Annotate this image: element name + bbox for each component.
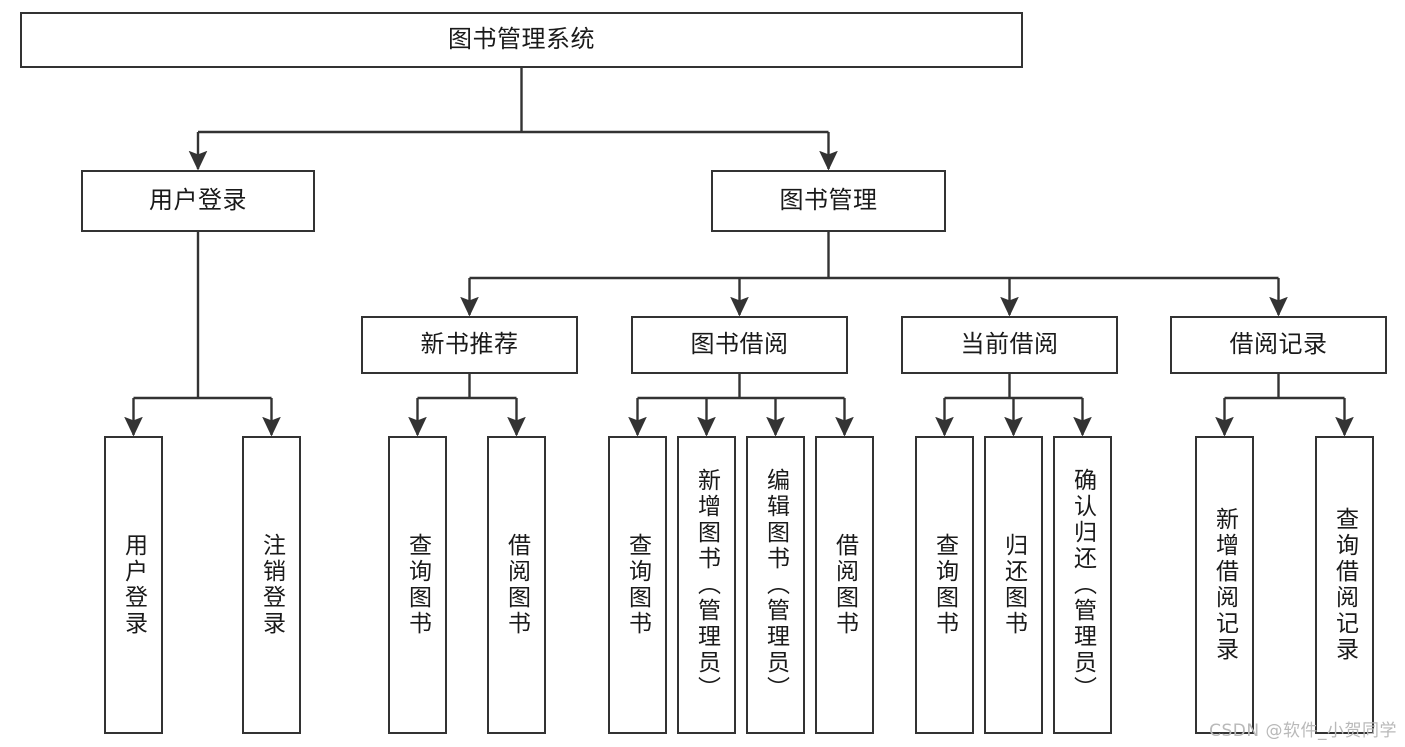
node-leaf1[interactable]: 用户登录 [104, 436, 163, 734]
node-leaf2[interactable]: 注销登录 [242, 436, 301, 734]
node-label: 用户登录 [149, 186, 247, 215]
node-leaf7[interactable]: 编辑图书（管理员） [746, 436, 805, 734]
node-bookmgmt[interactable]: 图书管理 [711, 170, 946, 232]
node-leaf9[interactable]: 查询图书 [915, 436, 974, 734]
node-label: 查询图书 [624, 533, 651, 637]
node-records[interactable]: 借阅记录 [1170, 316, 1387, 374]
node-label: 图书管理系统 [448, 25, 595, 54]
node-label: 查询图书 [931, 533, 958, 637]
node-newbook[interactable]: 新书推荐 [361, 316, 578, 374]
node-borrow[interactable]: 图书借阅 [631, 316, 848, 374]
node-label: 图书管理 [779, 186, 878, 215]
node-label: 当前借阅 [960, 330, 1059, 359]
node-leaf5[interactable]: 查询图书 [608, 436, 667, 734]
node-label: 查询图书 [404, 533, 431, 637]
node-label: 用户登录 [120, 533, 147, 637]
node-label: 新增图书（管理员） [693, 468, 720, 702]
node-label: 归还图书 [1000, 533, 1027, 637]
node-login[interactable]: 用户登录 [81, 170, 315, 232]
node-leaf10[interactable]: 归还图书 [984, 436, 1043, 734]
node-label: 查询借阅记录 [1331, 507, 1358, 663]
node-label: 借阅记录 [1229, 330, 1328, 359]
node-current[interactable]: 当前借阅 [901, 316, 1118, 374]
node-root[interactable]: 图书管理系统 [20, 12, 1023, 68]
node-label: 编辑图书（管理员） [762, 468, 789, 702]
node-leaf12[interactable]: 新增借阅记录 [1195, 436, 1254, 734]
node-leaf13[interactable]: 查询借阅记录 [1315, 436, 1374, 734]
node-label: 新增借阅记录 [1211, 507, 1238, 663]
node-leaf8[interactable]: 借阅图书 [815, 436, 874, 734]
node-label: 借阅图书 [831, 533, 858, 637]
node-label: 新书推荐 [420, 330, 519, 359]
node-label: 借阅图书 [503, 533, 530, 637]
node-leaf6[interactable]: 新增图书（管理员） [677, 436, 736, 734]
node-label: 图书借阅 [690, 330, 789, 359]
node-leaf4[interactable]: 借阅图书 [487, 436, 546, 734]
csdn-watermark: CSDN @软件_小贺同学 [1209, 721, 1397, 741]
node-label: 注销登录 [258, 533, 285, 637]
node-label: 确认归还（管理员） [1069, 468, 1096, 702]
node-leaf11[interactable]: 确认归还（管理员） [1053, 436, 1112, 734]
node-leaf3[interactable]: 查询图书 [388, 436, 447, 734]
